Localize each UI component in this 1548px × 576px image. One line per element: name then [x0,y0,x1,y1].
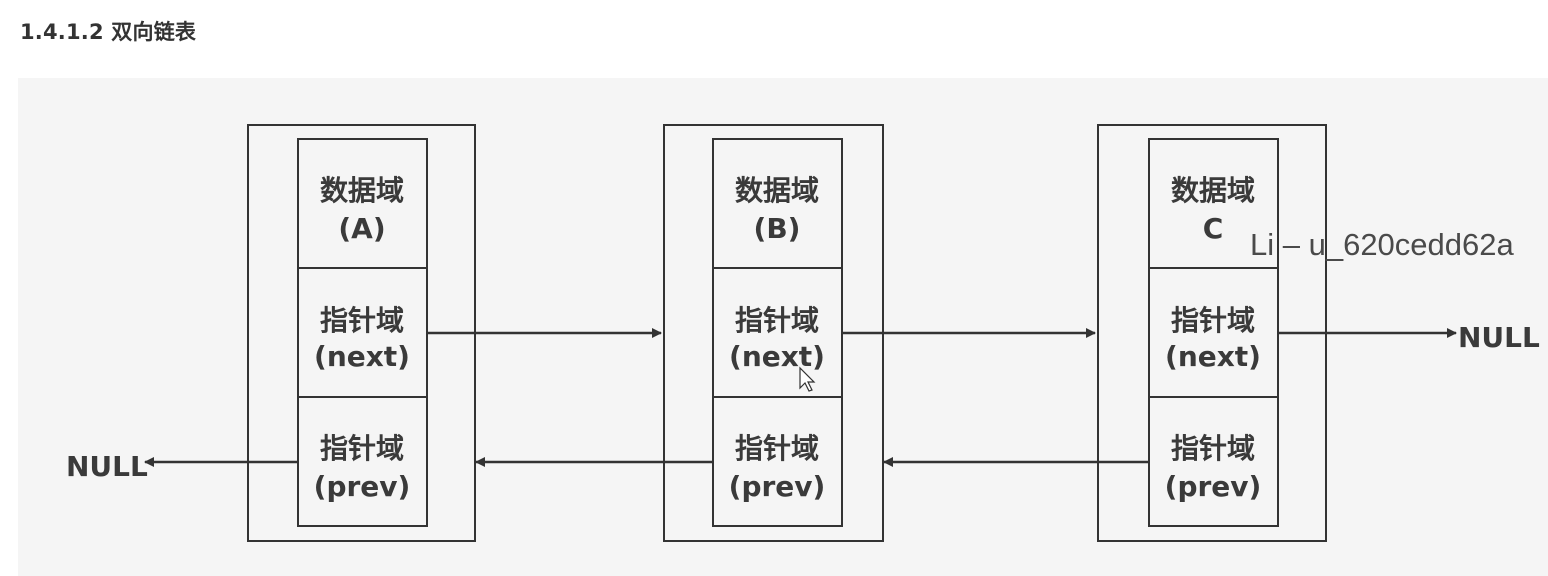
node-c-data-label: 数据域 [1171,174,1255,207]
node-c: 数据域 C 指针域 (next) 指针域 (prev) [1097,124,1327,542]
node-b-prev-label: 指针域 [735,432,819,465]
node-a: 数据域 (A) 指针域 (next) 指针域 (prev) [247,124,476,542]
node-b: 数据域 (B) 指针域 (next) 指针域 (prev) [663,124,884,542]
null-left-label: NULL [66,450,148,483]
node-a-data-label: 数据域 [320,174,404,207]
null-right-label: NULL [1458,321,1540,354]
node-c-next-label: 指针域 [1171,304,1255,337]
diagram-panel [18,78,1548,576]
node-a-next-name: (next) [314,340,410,373]
node-a-data-value: (A) [338,212,385,245]
node-b-next-name: (next) [729,340,825,373]
node-c-next-name: (next) [1165,340,1261,373]
node-a-prev-name: (prev) [314,470,411,503]
watermark-text: Li – u_620cedd62a [1250,227,1515,262]
node-b-data-label: 数据域 [735,174,819,207]
node-c-prev-name: (prev) [1165,470,1262,503]
node-a-next-label: 指针域 [320,304,404,337]
node-a-prev-label: 指针域 [320,432,404,465]
section-heading: 1.4.1.2 双向链表 [20,20,197,44]
mouse-cursor-icon [799,366,816,392]
node-b-data-value: (B) [754,212,801,245]
node-c-prev-label: 指针域 [1171,432,1255,465]
node-b-prev-name: (prev) [729,470,826,503]
node-c-data-value: C [1203,212,1224,245]
node-b-next-label: 指针域 [735,304,819,337]
